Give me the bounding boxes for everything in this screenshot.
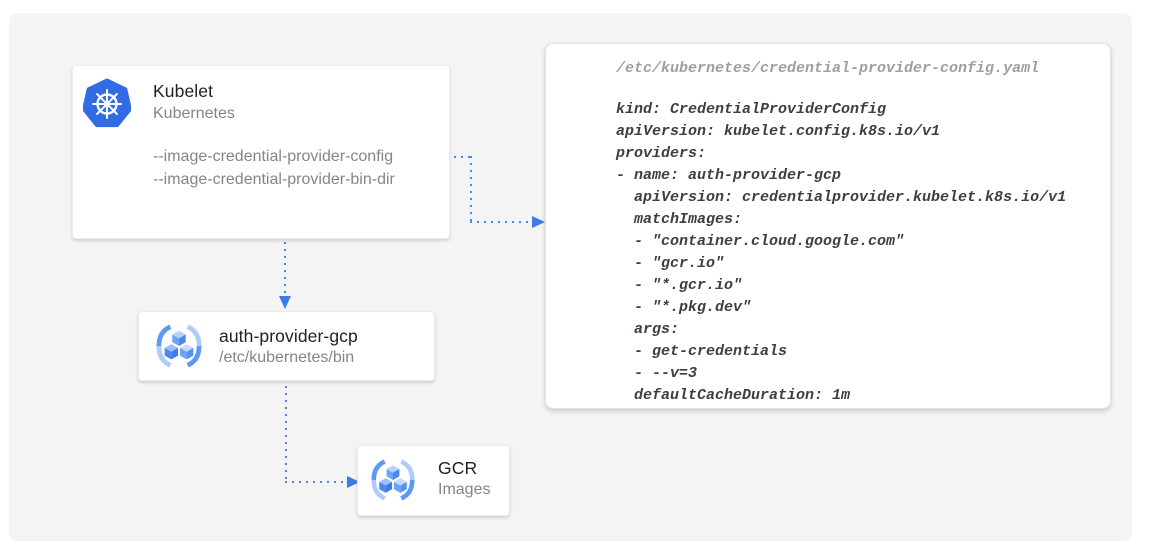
code-line: - "gcr.io" [616, 255, 725, 272]
code-line: - "*.gcr.io" [616, 277, 743, 294]
arrow-config-to-yaml-segment [470, 221, 532, 223]
auth-provider-node: auth-provider-gcp /etc/kubernetes/bin [138, 311, 435, 381]
kubelet-flags: --image-credential-provider-config --imag… [153, 145, 395, 191]
code-line: - "*.pkg.dev" [616, 299, 752, 316]
config-file-path: /etc/kubernetes/credential-provider-conf… [616, 60, 1040, 77]
gcr-title: GCR [438, 458, 478, 478]
gcr-node: GCR Images [357, 445, 510, 516]
code-line: - name: auth-provider-gcp [616, 167, 842, 184]
kubelet-flag: --image-credential-provider-config [153, 148, 394, 165]
code-line: - get-credentials [616, 343, 788, 360]
kubelet-node: Kubelet Kubernetes --image-credential-pr… [72, 65, 450, 239]
code-line: kind: CredentialProviderConfig [616, 101, 887, 118]
kubelet-subtitle: Kubernetes [153, 105, 235, 122]
kubernetes-icon [83, 78, 131, 128]
code-line: apiVersion: kubelet.config.k8s.io/v1 [616, 123, 941, 140]
credential-provider-config-panel: /etc/kubernetes/credential-provider-conf… [545, 43, 1111, 409]
arrow-authprovider-to-gcr-head [347, 476, 360, 488]
arrow-kubelet-to-authprovider-head [279, 296, 291, 309]
code-line: apiVersion: credentialprovider.kubelet.k… [616, 189, 1067, 206]
code-line: defaultCacheDuration: 1m [616, 387, 851, 404]
auth-provider-subtitle: /etc/kubernetes/bin [219, 349, 355, 366]
arrow-config-to-yaml-segment [470, 156, 472, 222]
code-line: - --v=3 [616, 365, 698, 382]
kubelet-flag: --image-credential-provider-bin-dir [153, 171, 395, 188]
gcr-cubes-icon [371, 459, 415, 501]
gcr-cubes-icon [156, 324, 202, 368]
arrow-kubelet-to-authprovider-segment [284, 207, 286, 296]
arrow-config-to-yaml-head [532, 216, 545, 228]
kubelet-title: Kubelet [153, 81, 214, 101]
code-line: - "container.cloud.google.com" [616, 233, 905, 250]
arrow-authprovider-to-gcr-segment [285, 379, 287, 482]
code-line: providers: [616, 145, 707, 162]
arrow-authprovider-to-gcr-segment [285, 481, 347, 483]
gcr-subtitle: Images [438, 481, 491, 498]
yaml-code-block: kind: CredentialProviderConfig apiVersion… [616, 99, 1066, 407]
code-line: args: [616, 321, 680, 338]
auth-provider-title: auth-provider-gcp [219, 326, 358, 346]
code-line: matchImages: [616, 211, 743, 228]
